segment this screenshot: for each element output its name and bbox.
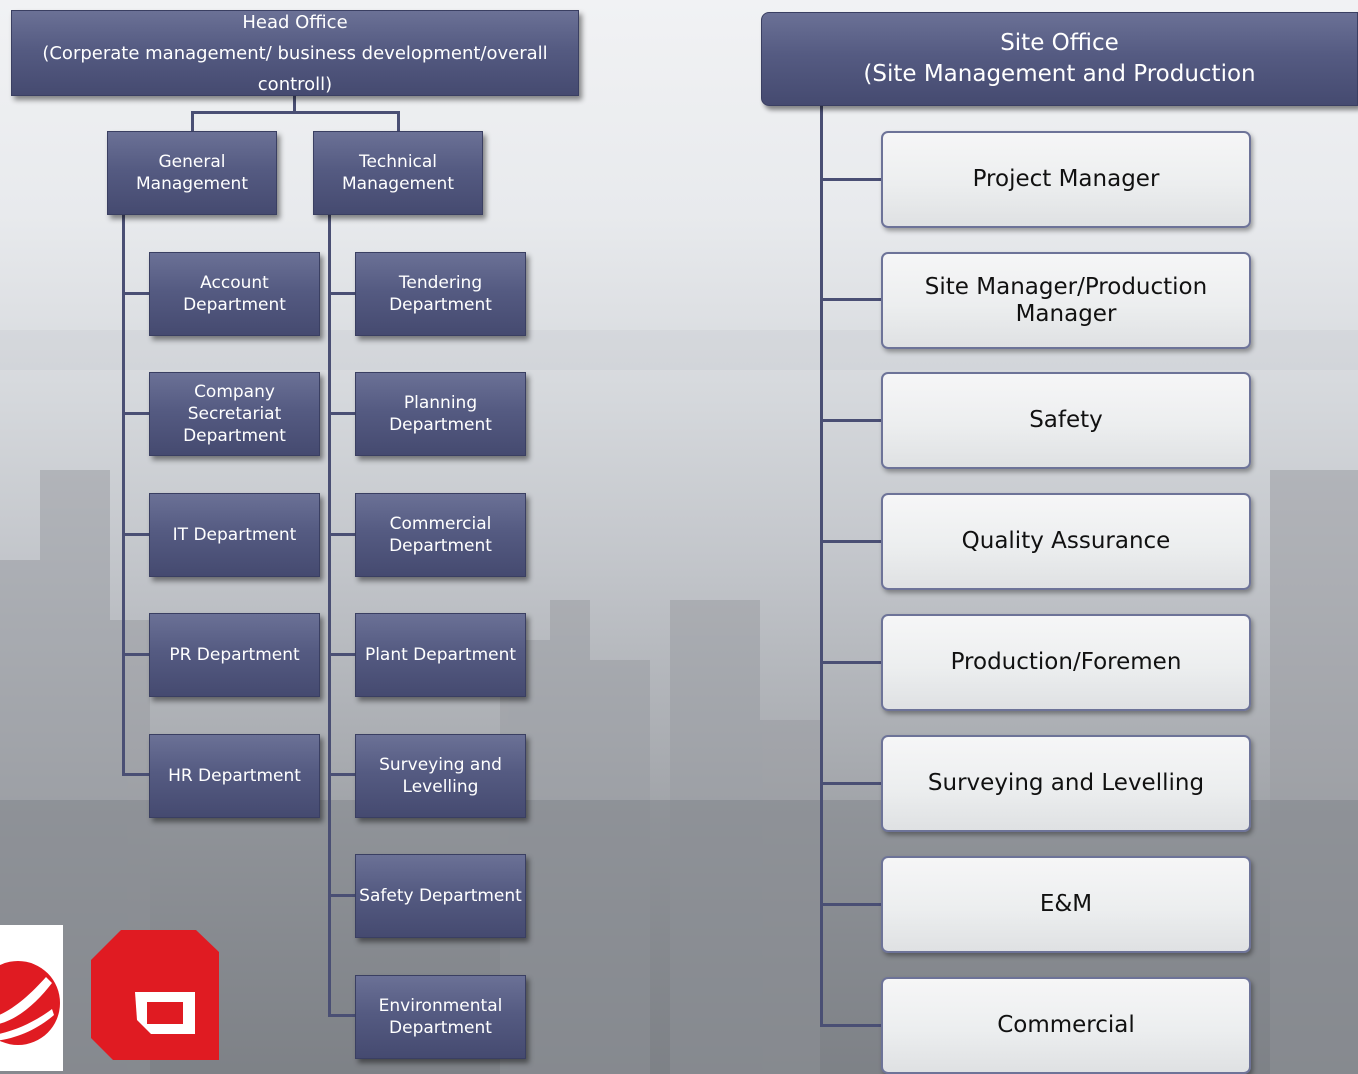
technical-branch	[328, 653, 356, 656]
general-management-box: General Management	[107, 131, 277, 215]
technical-branch	[328, 1014, 356, 1017]
hr-department-box: HR Department	[149, 734, 320, 818]
general-branch	[122, 292, 150, 295]
production-foremen-box: Production/Foremen	[881, 614, 1251, 711]
general-branch	[122, 533, 150, 536]
pr-department-box: PR Department	[149, 613, 320, 697]
project-manager-box: Project Manager	[881, 131, 1251, 228]
technical-branch	[328, 533, 356, 536]
safety-box: Safety	[881, 372, 1251, 469]
commercial-box: Commercial	[881, 977, 1251, 1074]
technical-branch	[328, 412, 356, 415]
company-logo-block-icon	[91, 930, 219, 1060]
connector-to-technical	[397, 111, 400, 131]
general-branch	[122, 653, 150, 656]
planning-department-box: Planning Department	[355, 372, 526, 456]
site-branch	[820, 419, 882, 422]
technical-branch	[328, 773, 356, 776]
commercial-department-box: Commercial Department	[355, 493, 526, 577]
site-office-box: Site Office (Site Management and Product…	[761, 12, 1358, 106]
site-office-subtitle: (Site Management and Production	[863, 61, 1256, 87]
site-branch	[820, 782, 882, 785]
site-branch	[820, 903, 882, 906]
head-office-title: Head Office	[242, 11, 348, 33]
em-box: E&M	[881, 856, 1251, 953]
company-logo-swoosh-icon	[0, 925, 63, 1071]
technical-management-box: Technical Management	[313, 131, 483, 215]
technical-branch	[328, 292, 356, 295]
plant-department-box: Plant Department	[355, 613, 526, 697]
connector-head-bar	[191, 111, 400, 114]
quality-assurance-box: Quality Assurance	[881, 493, 1251, 590]
site-branch	[820, 1024, 882, 1027]
technical-trunk	[328, 215, 331, 1017]
site-office-title: Site Office	[1000, 30, 1119, 56]
general-branch	[122, 773, 150, 776]
site-trunk	[820, 106, 823, 1027]
head-office-subtitle: (Corperate management/ business developm…	[42, 42, 548, 95]
site-branch	[820, 540, 882, 543]
site-branch	[820, 661, 882, 664]
connector-to-general	[191, 111, 194, 131]
it-department-box: IT Department	[149, 493, 320, 577]
environmental-department-box: Environmental Department	[355, 975, 526, 1059]
company-secretariat-department-box: Company Secretariat Department	[149, 372, 320, 456]
surveying-levelling-department-box: Surveying and Levelling	[355, 734, 526, 818]
site-branch	[820, 298, 882, 301]
surveying-levelling-box: Surveying and Levelling	[881, 735, 1251, 832]
head-office-box: Head Office (Corperate management/ busin…	[11, 10, 579, 96]
tendering-department-box: Tendering Department	[355, 252, 526, 336]
account-department-box: Account Department	[149, 252, 320, 336]
connector-head-down	[293, 96, 296, 112]
general-trunk	[122, 215, 125, 776]
safety-department-box: Safety Department	[355, 854, 526, 938]
technical-branch	[328, 894, 356, 897]
site-branch	[820, 178, 882, 181]
general-branch	[122, 412, 150, 415]
site-production-manager-box: Site Manager/Production Manager	[881, 252, 1251, 349]
